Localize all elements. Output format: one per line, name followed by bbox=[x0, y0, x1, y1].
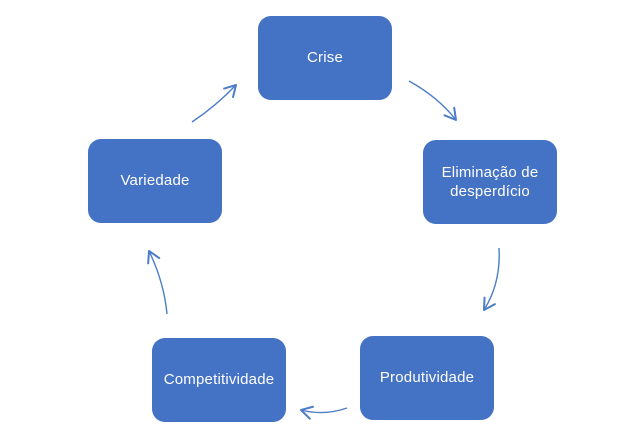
node-competitividade-label: Competitividade bbox=[163, 371, 275, 389]
arrow-variedade-to-crise bbox=[191, 83, 238, 123]
node-competitividade: Competitividade bbox=[152, 338, 286, 422]
node-variedade-label: Variedade bbox=[120, 172, 190, 190]
arrow-produtividade-to-competitividade bbox=[299, 405, 348, 420]
node-variedade: Variedade bbox=[88, 139, 222, 223]
arrow-crise-to-eliminacao bbox=[408, 80, 458, 122]
node-crise: Crise bbox=[258, 16, 392, 100]
node-crise-label: Crise bbox=[306, 49, 343, 67]
arrow-eliminacao-to-produtividade bbox=[482, 247, 500, 312]
node-produtividade: Produtividade bbox=[360, 336, 494, 420]
arrow-competitividade-to-variedade bbox=[147, 249, 168, 315]
node-produtividade-label: Produtividade bbox=[379, 369, 475, 387]
node-eliminacao-de-desperdicio: Eliminação de desperdício bbox=[423, 140, 557, 224]
node-eliminacao-de-desperdicio-label: Eliminação de desperdício bbox=[441, 163, 539, 200]
